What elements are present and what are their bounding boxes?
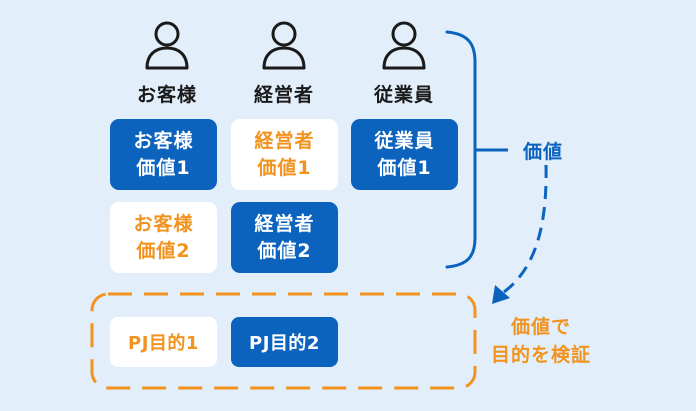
persona-manager: 経営者 [229, 20, 339, 107]
persona-label: 経営者 [253, 84, 314, 106]
value-label: 価値 [523, 141, 564, 163]
card-line: 従業員 [374, 129, 435, 152]
person-icon [262, 21, 306, 70]
goal-frame [90, 292, 477, 390]
card-line: お客様 [133, 212, 194, 235]
card-line: 経営者 [254, 129, 315, 152]
card-line: 価値2 [136, 239, 191, 262]
persona-label: 従業員 [373, 84, 434, 106]
value-card-customer-1: お客様 価値1 [110, 119, 217, 190]
card-line: 価値1 [257, 156, 312, 179]
persona-label: お客様 [136, 84, 197, 106]
value-card-manager-2: 経営者 価値2 [231, 202, 338, 273]
value-card-manager-1: 経営者 価値1 [231, 119, 338, 190]
card-line: 価値1 [377, 156, 432, 179]
goal-card-1: PJ目的1 [110, 317, 217, 367]
verify-line: 価値で [511, 316, 572, 338]
arrowhead-icon [492, 285, 510, 304]
card-line: お客様 [133, 129, 194, 152]
card-line: 経営者 [254, 212, 315, 235]
verify-line: 目的を検証 [491, 344, 592, 366]
verify-label: 価値で 目的を検証 [491, 313, 591, 369]
card-line: 価値2 [257, 239, 312, 262]
dashed-arrow [503, 164, 548, 294]
persona-customer: お客様 [112, 20, 222, 107]
value-card-employee-1: 従業員 価値1 [351, 119, 458, 190]
value-bracket [445, 30, 477, 269]
person-icon [145, 21, 189, 70]
persona-employee: 従業員 [349, 20, 459, 107]
value-card-customer-2: お客様 価値2 [110, 202, 217, 273]
person-icon [382, 21, 426, 70]
goal-card-2: PJ目的2 [231, 317, 338, 367]
card-line: 価値1 [136, 156, 191, 179]
